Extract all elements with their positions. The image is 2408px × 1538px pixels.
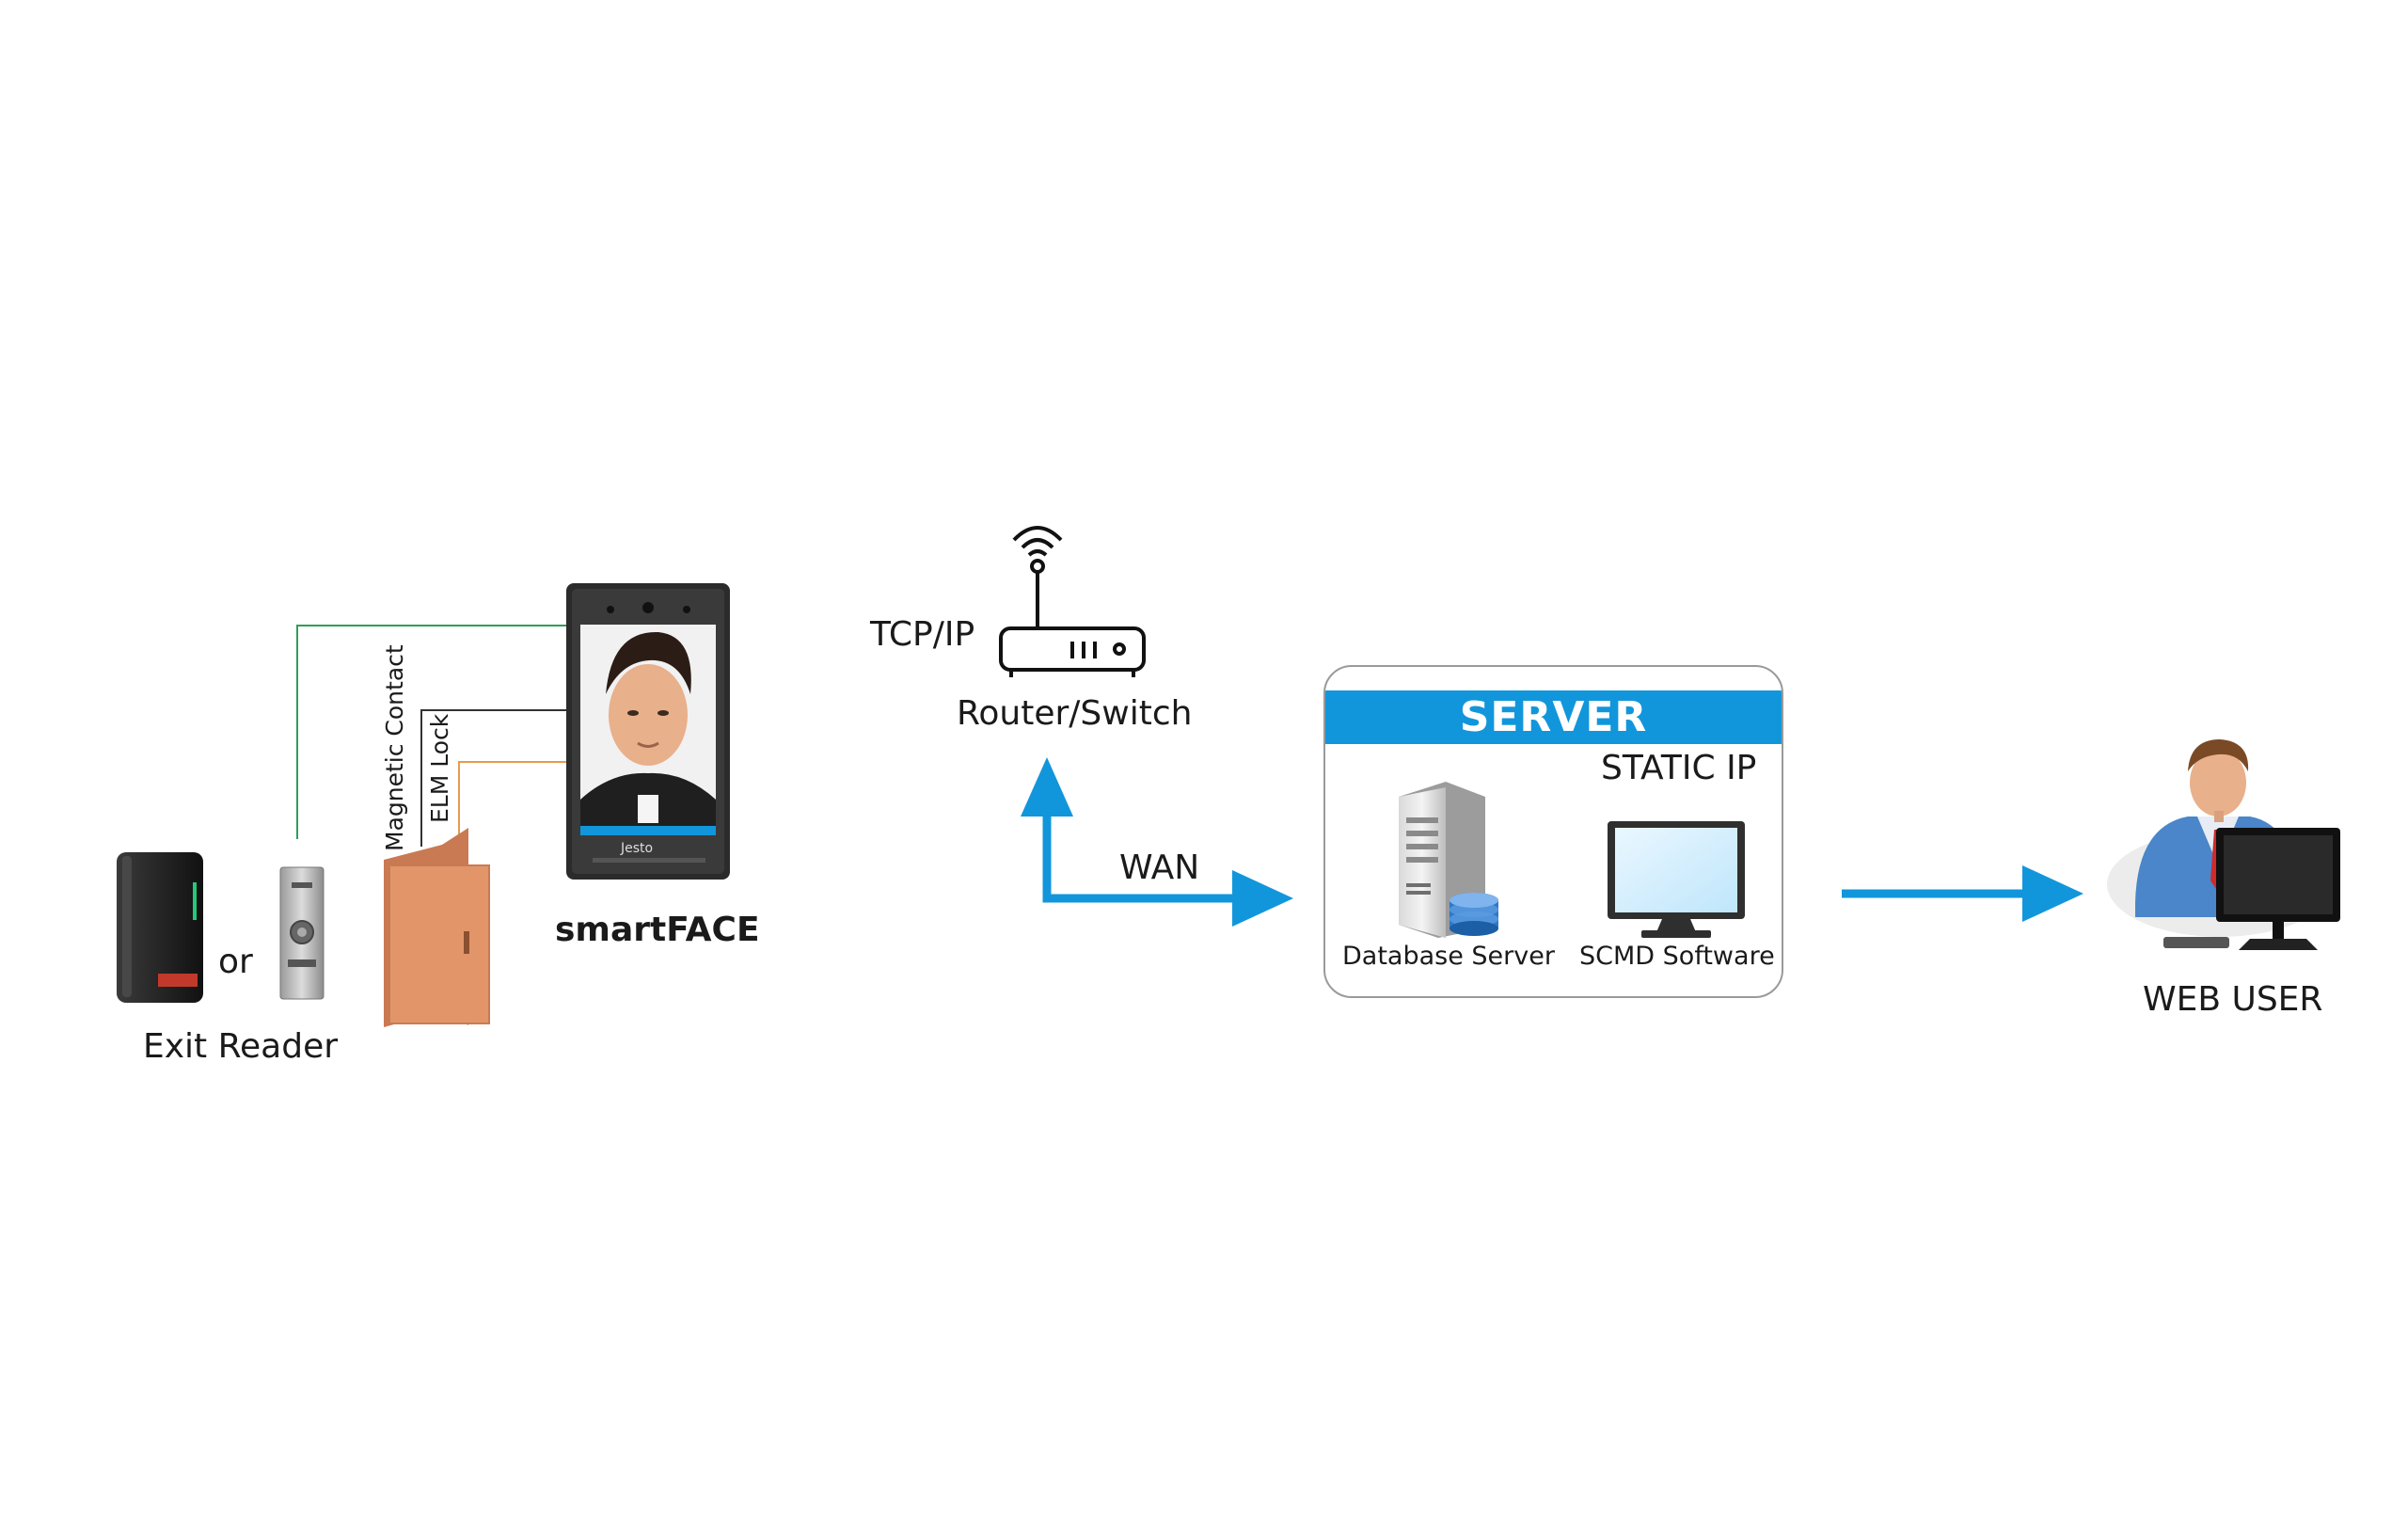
wifi-router-icon [999, 526, 1146, 677]
database-server-icon [1399, 782, 1498, 938]
smartface-label: smartFACE [555, 911, 760, 949]
wan-label: WAN [1119, 848, 1200, 887]
monitor-icon [1608, 821, 1745, 938]
device-brand-label: Jesto [621, 841, 654, 856]
web-user-label: WEB USER [2143, 980, 2323, 1019]
card-reader-icon [117, 852, 203, 1003]
scmd-software-label: SCMD Software [1579, 942, 1775, 971]
wiring [296, 625, 570, 847]
door-icon [384, 828, 490, 1027]
web-user-icon [2107, 739, 2340, 950]
database-server-label: Database Server [1342, 942, 1555, 971]
dark-wire [420, 709, 570, 847]
elm-lock-label: ELM Lock [426, 713, 453, 823]
exit-reader-label: Exit Reader [143, 1027, 339, 1066]
static-ip-label: STATIC IP [1601, 749, 1757, 787]
magnetic-contact-label: Magnetic Contact [381, 644, 408, 851]
webuser-connector [1842, 865, 2083, 922]
green-wire [296, 625, 570, 839]
face-terminal-icon [566, 583, 730, 880]
server-box: SERVER STATIC IP Database Server SCMD So… [1323, 665, 1783, 998]
exit-button-icon [279, 866, 325, 1000]
orange-wire [458, 761, 570, 847]
or-label: or [218, 943, 253, 981]
tcpip-label: TCP/IP [870, 615, 975, 654]
router-label: Router/Switch [957, 694, 1193, 733]
wan-connector [1021, 757, 1293, 927]
server-title: SERVER [1325, 690, 1782, 744]
